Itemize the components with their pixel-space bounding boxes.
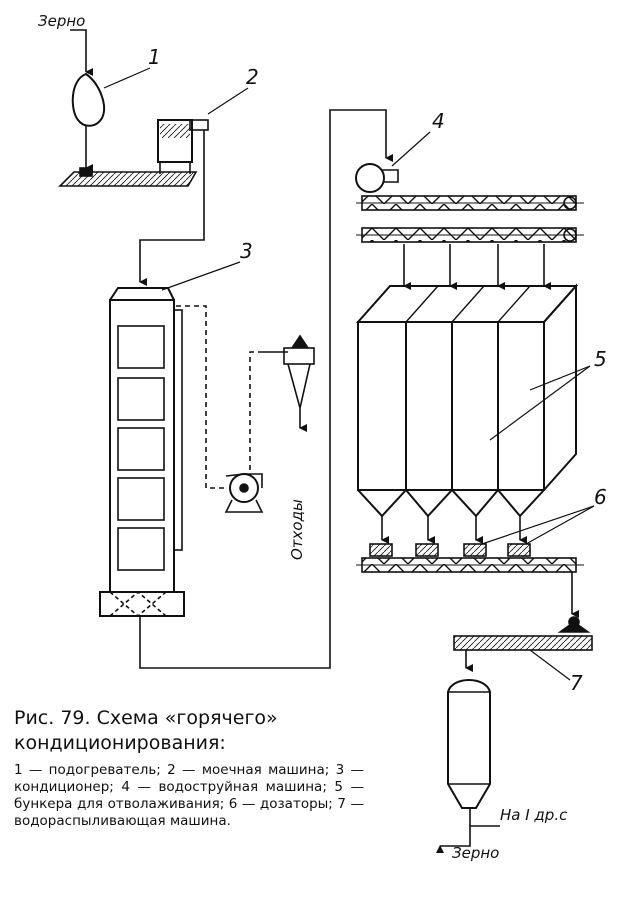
caption-title: Рис. 79. Схема «горячего» кондиционирова… (14, 707, 278, 754)
grain-input-arrow (70, 29, 93, 76)
callout-2: 2 (246, 65, 259, 89)
figure-caption: Рис. 79. Схема «горячего» кондиционирова… (14, 706, 364, 830)
output-bin (436, 679, 500, 853)
callout-3: 3 (240, 239, 253, 263)
dosers (369, 505, 595, 557)
conditioner (99, 109, 393, 669)
screw-conveyor-top-1 (356, 195, 584, 211)
screw-conveyor-top-2 (356, 227, 584, 243)
callout-6: 6 (594, 485, 607, 509)
callout-7: 7 (570, 671, 583, 695)
caption-legend: 1 — подогреватель; 2 — моечная машина; 3… (14, 762, 364, 829)
waste-label: Отходы (288, 499, 306, 560)
fan (224, 473, 264, 513)
grain-out-label: Зерно (452, 844, 499, 862)
callout-4: 4 (432, 109, 445, 133)
water-spraying-machine (453, 616, 593, 681)
heater (71, 67, 151, 172)
screw-conveyor-bottom (356, 557, 584, 618)
callout-5: 5 (594, 347, 607, 371)
water-jet-machine (355, 131, 431, 193)
to-station-label: На I др.с (500, 806, 568, 824)
aspiration-line (176, 305, 262, 489)
washing-machine (58, 87, 249, 286)
bin-feed-arrows (403, 244, 551, 290)
cyclone (262, 334, 315, 432)
tempering-bins (355, 283, 591, 544)
grain-in-label: Зерно (38, 12, 85, 30)
callout-1: 1 (148, 45, 161, 69)
